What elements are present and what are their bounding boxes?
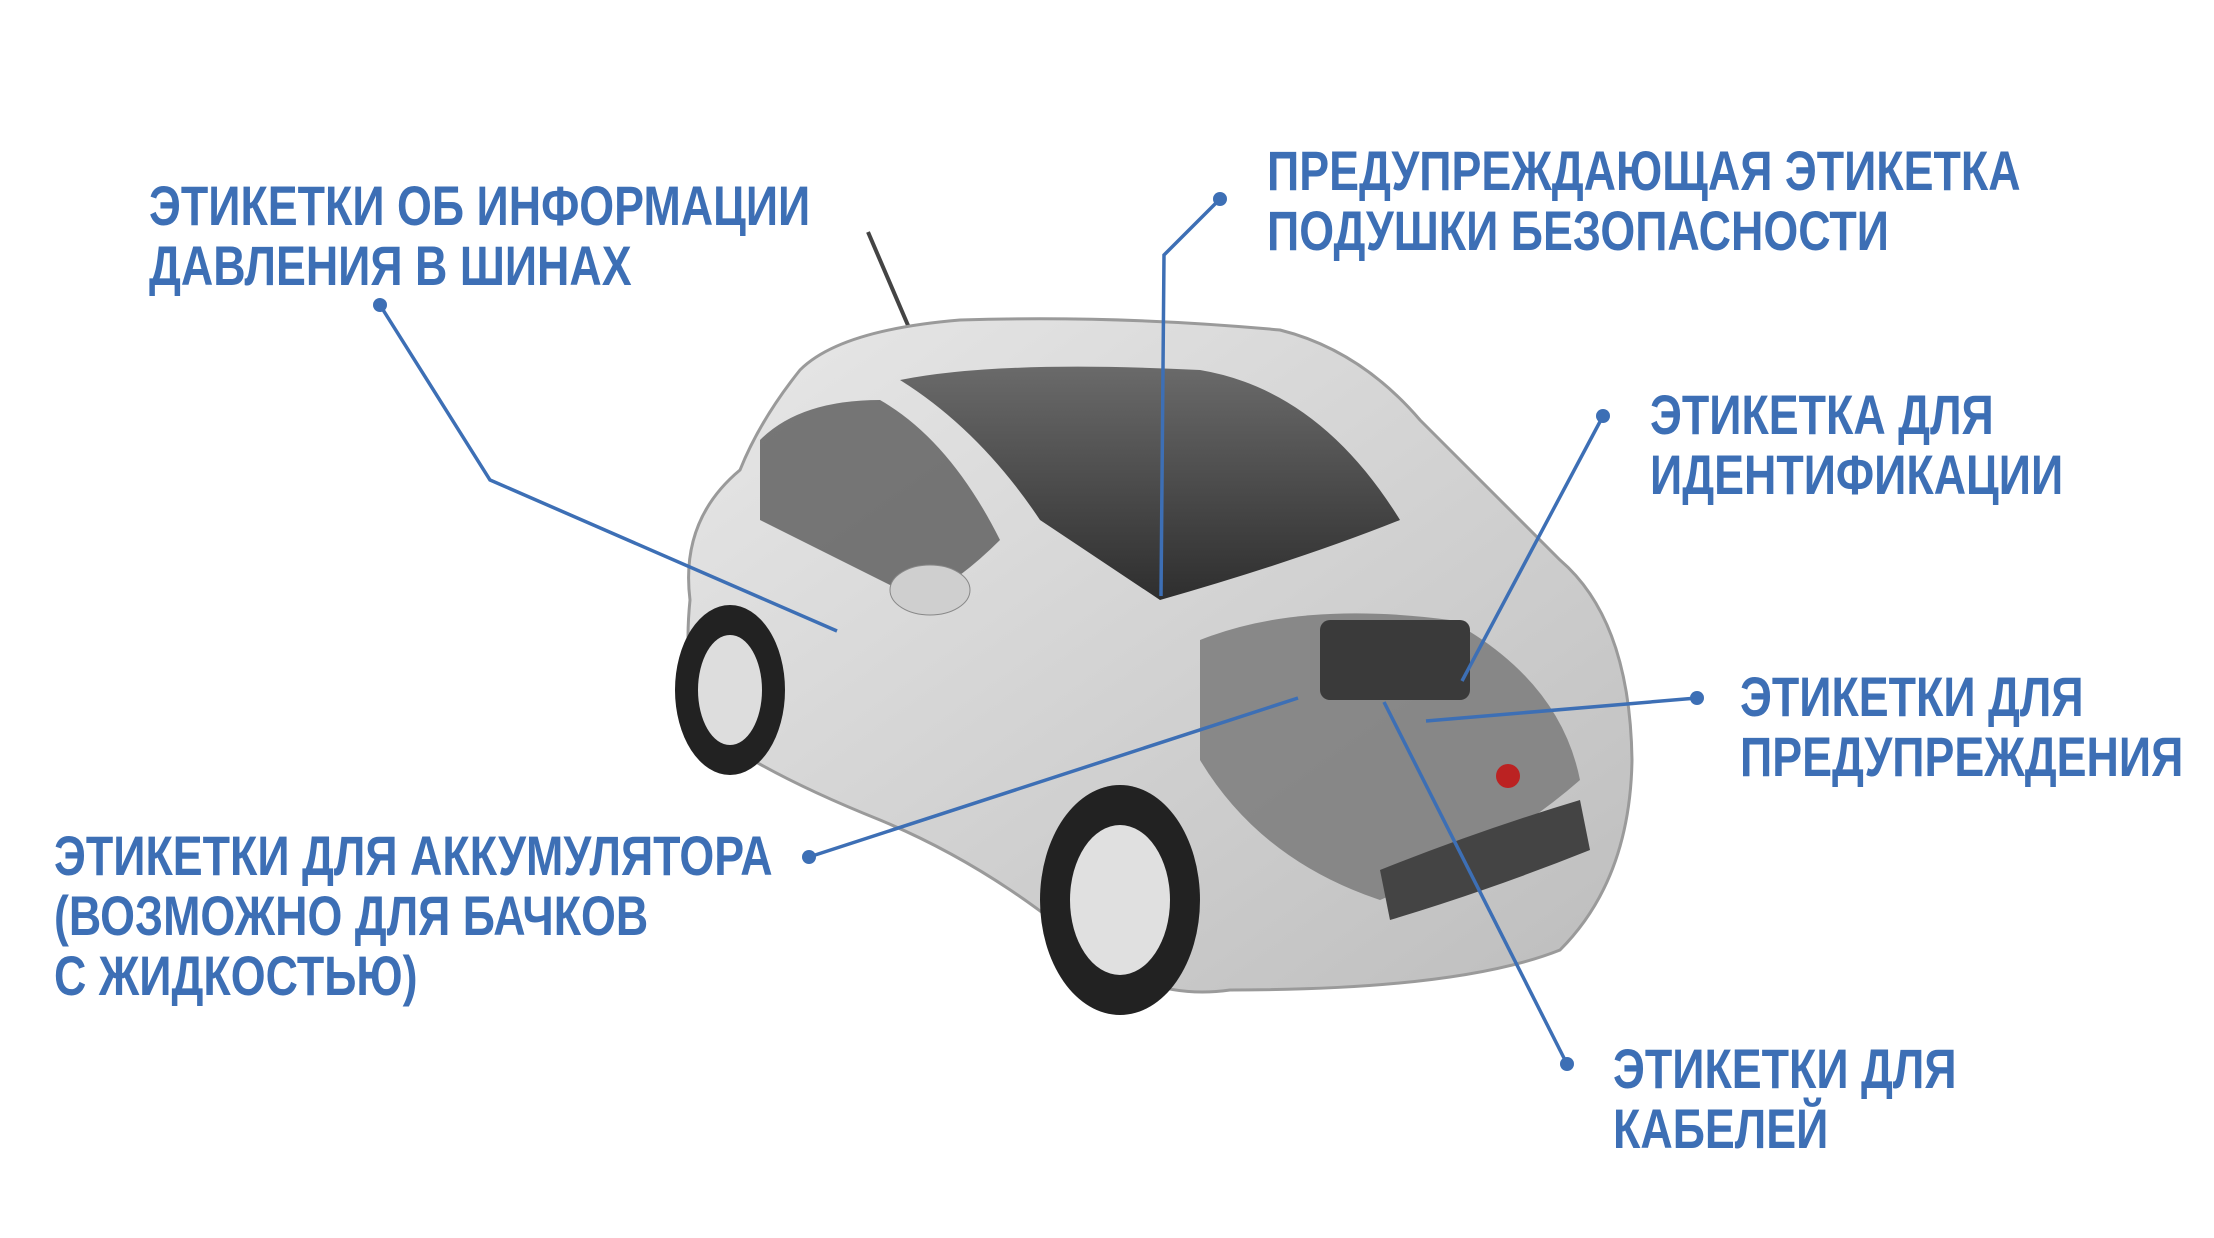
badge [1496, 764, 1520, 788]
leader-lines [378, 197, 1698, 1065]
callout-warning: ЭТИКЕТКИ ДЛЯ ПРЕДУПРЕЖДЕНИЯ [1740, 665, 2184, 788]
antenna [866, 231, 912, 331]
engine-cover [1320, 620, 1470, 700]
leader-dots [373, 192, 1704, 1071]
callout-battery: ЭТИКЕТКИ ДЛЯ АККУМУЛЯТОРА (ВОЗМОЖНО ДЛЯ … [54, 824, 773, 1007]
leader-warning [1425, 696, 1698, 723]
leader-identification [1460, 415, 1605, 682]
windshield [900, 366, 1400, 600]
car-illustration [675, 231, 1634, 1015]
callout-identification: ЭТИКЕТКА ДЛЯ ИДЕНТИФИКАЦИИ [1650, 383, 2064, 506]
leader-tire-pressure [378, 304, 838, 633]
engine-bay [1200, 613, 1580, 900]
mirror [889, 564, 971, 616]
callout-airbag: ПРЕДУПРЕЖДАЮЩАЯ ЭТИКЕТКА ПОДУШКИ БЕЗОПАС… [1267, 139, 2021, 262]
leader-cables [1382, 701, 1569, 1065]
leader-battery [808, 696, 1299, 859]
side-window [760, 400, 1000, 600]
leader-airbag [1159, 197, 1222, 597]
callout-cables: ЭТИКЕТКИ ДЛЯ КАБЕЛЕЙ [1613, 1037, 1957, 1160]
grille [1380, 800, 1590, 920]
callout-tire-pressure: ЭТИКЕТКИ ОБ ИНФОРМАЦИИ ДАВЛЕНИЯ В ШИНАХ [149, 174, 811, 297]
